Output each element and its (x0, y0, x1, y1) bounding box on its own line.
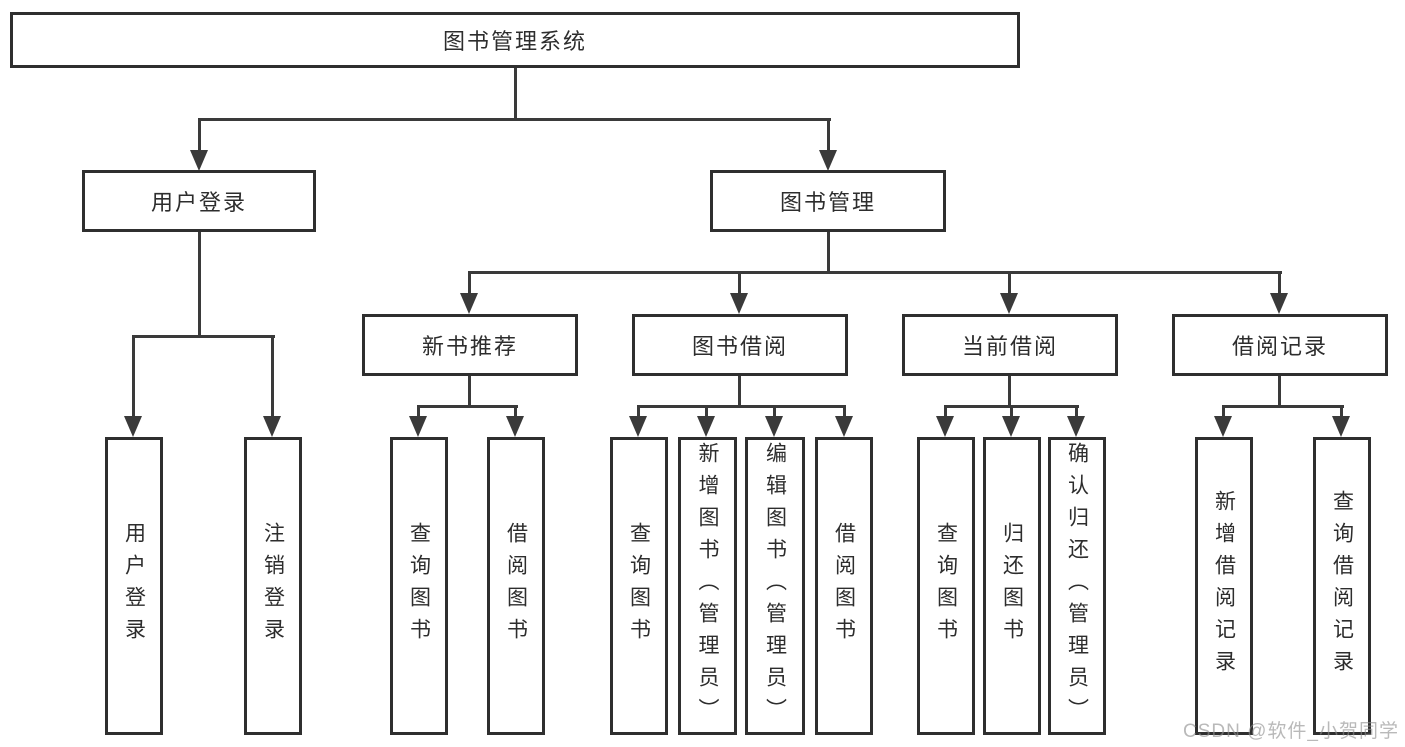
connector-hline (468, 271, 1282, 274)
arrowhead-down-icon (409, 416, 427, 437)
leaf-query-books-recommend-label: 查询图书 (407, 522, 431, 650)
connector-vline (705, 407, 708, 418)
leaf-user-login: 用户登录 (105, 437, 163, 735)
leaf-logout: 注销登录 (244, 437, 302, 735)
connector-hline (198, 118, 831, 121)
arrowhead-down-icon (1000, 293, 1018, 314)
connector-vline (468, 376, 471, 407)
node-root-label: 图书管理系统 (442, 29, 587, 54)
connector-vline (1278, 273, 1281, 295)
arrowhead-down-icon (1270, 293, 1288, 314)
arrowhead-down-icon (1332, 416, 1350, 437)
arrowhead-down-icon (936, 416, 954, 437)
arrowhead-down-icon (506, 416, 524, 437)
connector-vline (738, 376, 741, 407)
leaf-borrow-books-recommend-label: 借阅图书 (504, 522, 528, 650)
node-borrow-records-label: 借阅记录 (1231, 334, 1328, 359)
connector-vline (637, 407, 640, 418)
connector-vline (1008, 376, 1011, 407)
leaf-logout-label: 注销登录 (261, 522, 285, 650)
connector-vline (1075, 407, 1078, 418)
leaf-query-books-recommend: 查询图书 (390, 437, 448, 735)
arrowhead-down-icon (629, 416, 647, 437)
leaf-return-books-label: 归还图书 (1000, 522, 1024, 650)
leaf-add-books-admin-label: 新增图书（管理员） (696, 442, 719, 730)
arrowhead-down-icon (124, 416, 142, 437)
arrowhead-down-icon (765, 416, 783, 437)
connector-vline (773, 407, 776, 418)
connector-vline (1340, 407, 1343, 418)
connector-vline (198, 120, 201, 152)
arrowhead-down-icon (1002, 416, 1020, 437)
arrowhead-down-icon (190, 150, 208, 171)
leaf-query-books-current: 查询图书 (917, 437, 975, 735)
connector-vline (1008, 273, 1011, 295)
node-current-borrow: 当前借阅 (902, 314, 1118, 376)
node-user-login: 用户登录 (82, 170, 316, 232)
connector-vline (827, 120, 830, 152)
arrowhead-down-icon (697, 416, 715, 437)
connector-vline (1010, 407, 1013, 418)
leaf-borrow-books-label: 借阅图书 (832, 522, 856, 650)
connector-vline (1278, 376, 1281, 407)
connector-hline (637, 405, 846, 408)
arrowhead-down-icon (1067, 416, 1085, 437)
arrowhead-down-icon (1214, 416, 1232, 437)
leaf-confirm-return-admin-label: 确认归还（管理员） (1065, 442, 1089, 730)
leaf-add-borrow-record: 新增借阅记录 (1195, 437, 1253, 735)
connector-vline (468, 273, 471, 295)
leaf-edit-books-admin: 编辑图书（管理员） (745, 437, 805, 735)
leaf-query-borrow-record-label: 查询借阅记录 (1330, 490, 1354, 682)
leaf-borrow-books-recommend: 借阅图书 (487, 437, 545, 735)
node-root: 图书管理系统 (10, 12, 1020, 68)
leaf-return-books: 归还图书 (983, 437, 1041, 735)
leaf-query-borrow-record: 查询借阅记录 (1313, 437, 1371, 735)
arrowhead-down-icon (263, 416, 281, 437)
leaf-query-books-borrow-label: 查询图书 (627, 522, 651, 650)
node-book-borrow: 图书借阅 (632, 314, 848, 376)
node-current-borrow-label: 当前借阅 (961, 334, 1058, 359)
arrowhead-down-icon (730, 293, 748, 314)
node-borrow-records: 借阅记录 (1172, 314, 1388, 376)
connector-vline (944, 407, 947, 418)
connector-vline (132, 337, 135, 418)
leaf-add-books-admin: 新增图书（管理员） (678, 437, 737, 735)
node-new-book-recommend-label: 新书推荐 (421, 334, 518, 359)
node-book-borrow-label: 图书借阅 (691, 334, 788, 359)
connector-vline (271, 337, 274, 418)
leaf-borrow-books: 借阅图书 (815, 437, 873, 735)
connector-vline (843, 407, 846, 418)
connector-hline (132, 335, 275, 338)
node-user-login-label: 用户登录 (150, 190, 247, 215)
connector-vline (514, 68, 517, 120)
connector-vline (417, 407, 420, 418)
connector-hline (944, 405, 1079, 408)
node-new-book-recommend: 新书推荐 (362, 314, 578, 376)
connector-vline (514, 407, 517, 418)
arrowhead-down-icon (460, 293, 478, 314)
leaf-edit-books-admin-label: 编辑图书（管理员） (763, 442, 787, 730)
connector-vline (198, 232, 201, 338)
leaf-user-login-label: 用户登录 (122, 522, 146, 650)
connector-vline (738, 273, 741, 295)
connector-vline (827, 232, 830, 273)
connector-vline (1222, 407, 1225, 418)
arrowhead-down-icon (835, 416, 853, 437)
arrowhead-down-icon (819, 150, 837, 171)
leaf-add-borrow-record-label: 新增借阅记录 (1212, 490, 1236, 682)
node-book-management: 图书管理 (710, 170, 946, 232)
connector-hline (1222, 405, 1344, 408)
connector-hline (417, 405, 518, 408)
leaf-confirm-return-admin: 确认归还（管理员） (1048, 437, 1106, 735)
leaf-query-books-borrow: 查询图书 (610, 437, 668, 735)
node-book-management-label: 图书管理 (779, 190, 876, 215)
csdn-watermark: CSDN @软件_小贺同学 (1183, 721, 1399, 742)
leaf-query-books-current-label: 查询图书 (934, 522, 958, 650)
